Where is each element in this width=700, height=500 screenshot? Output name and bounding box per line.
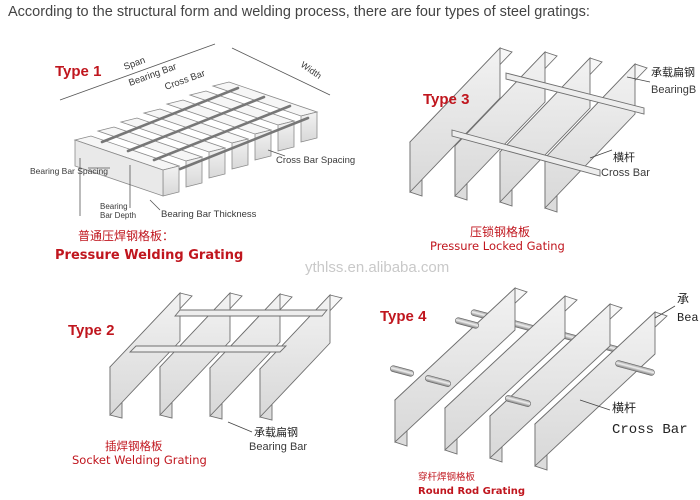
type3-caption-en: Pressure Locked Gating	[430, 239, 565, 253]
type2-panel: Type 2 承载扁钢 Bearing Bar 插焊钢格板 Socket Wel…	[68, 291, 343, 467]
type1-dimension-lines	[59, 43, 331, 216]
type1-bearing-bar-spacing-label: Bearing Bar Spacing	[30, 166, 108, 176]
type1-bearing-bar-depth-label-2: Bar Depth	[100, 211, 136, 220]
type1-caption-en: Pressure Welding Grating	[55, 248, 243, 263]
type2-caption-en: Socket Welding Grating	[72, 453, 207, 467]
type4-top-label-cn: 承	[677, 292, 689, 306]
type2-caption-cn: 插焊钢格板	[105, 439, 163, 453]
type3-caption-cn: 压锁钢格板	[470, 224, 530, 239]
type3-leader-top	[626, 76, 651, 83]
type1-panel: Type 1 Span Bearing Bar Cross Bar Width …	[30, 43, 355, 263]
type3-top-label-en: BearingB	[651, 84, 696, 96]
type3-leader-cross	[589, 149, 613, 159]
type2-grating	[109, 291, 343, 421]
type3-top-label-cn: 承载扁钢	[651, 66, 695, 79]
type1-caption-cn: 普通压焊钢格板：	[78, 228, 174, 243]
type1-cross-bar-spacing-label: Cross Bar Spacing	[276, 155, 355, 166]
type2-title: Type 2	[68, 322, 114, 339]
type3-cross-label-cn: 横杆	[613, 150, 635, 164]
type4-cross-label-cn: 横杆	[612, 401, 636, 415]
type1-cross-bars	[100, 86, 310, 171]
intro-text: According to the structural form and wel…	[8, 4, 590, 20]
type2-label-en: Bearing Bar	[249, 441, 307, 453]
type4-cross-label-en: Cross Bar	[612, 422, 688, 438]
type4-caption-cn: 穿杆焊钢格板	[418, 471, 476, 483]
type3-grating	[409, 46, 648, 213]
type3-cross-label-en: Cross Bar	[601, 167, 650, 179]
watermark: ythlss.en.alibaba.com	[305, 259, 449, 276]
type2-label-cn: 承载扁钢	[254, 426, 298, 439]
type1-title: Type 1	[55, 63, 101, 80]
type3-title: Type 3	[423, 91, 469, 108]
type1-bearing-bar-thickness-label: Bearing Bar Thickness	[161, 209, 257, 220]
type4-grating	[394, 286, 668, 471]
type4-title: Type 4	[380, 308, 427, 325]
type4-rods-front	[390, 317, 655, 407]
type4-leader-top	[654, 305, 676, 319]
type4-top-label-en: Bea	[677, 311, 699, 325]
type2-leader	[227, 421, 253, 433]
type4-leader-cross	[579, 399, 611, 411]
type4-caption-en: Round Rod Grating	[418, 486, 525, 497]
type3-panel: Type 3 承载扁钢 BearingB 横杆 Cross Bar 压锁钢格板 …	[409, 46, 696, 253]
type1-bearing-bar-depth-label-1: Bearing	[100, 202, 128, 211]
type4-panel: Type 4 承 Bea 横杆 Cross Bar 穿杆焊钢格板 Round R…	[380, 286, 699, 497]
type1-width-label: Width	[299, 59, 324, 80]
